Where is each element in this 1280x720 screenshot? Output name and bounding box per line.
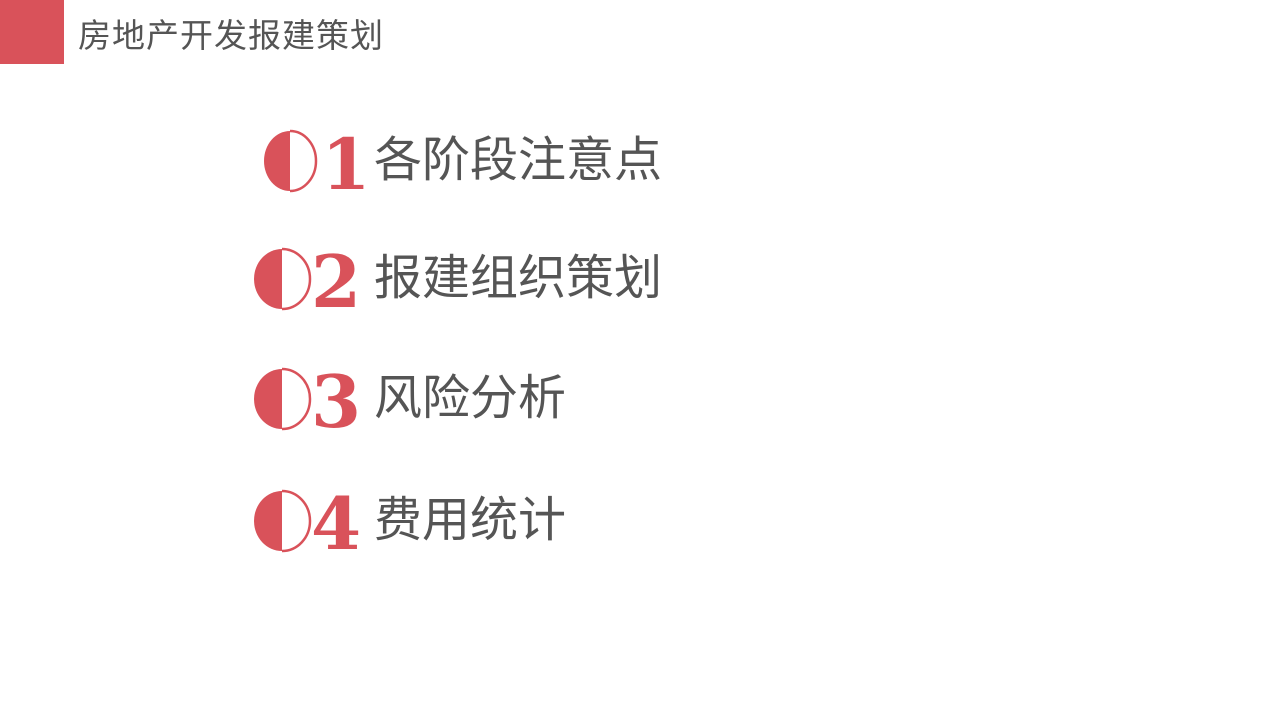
- toc-label: 风险分析: [374, 370, 567, 426]
- toc-item-1[interactable]: 1 各阶段注意点: [250, 124, 662, 196]
- toc-item-3[interactable]: 3 风险分析: [250, 362, 566, 434]
- svg-text:3: 3: [311, 363, 361, 433]
- number-badge-04: 4: [250, 485, 368, 555]
- svg-text:4: 4: [311, 485, 361, 555]
- number-badge-01: 1: [250, 125, 368, 195]
- number-badge-02: 2: [250, 243, 368, 313]
- toc-label: 各阶段注意点: [374, 132, 663, 188]
- svg-text:2: 2: [311, 243, 361, 313]
- slide-title: 房地产开发报建策划: [78, 16, 384, 55]
- corner-accent-block: [0, 0, 64, 64]
- toc-item-2[interactable]: 2 报建组织策划: [250, 242, 662, 314]
- toc-label: 费用统计: [374, 492, 567, 548]
- number-badge-03: 3: [250, 363, 368, 433]
- svg-text:1: 1: [322, 125, 368, 195]
- toc-label: 报建组织策划: [374, 250, 663, 306]
- toc-item-4[interactable]: 4 费用统计: [250, 484, 566, 556]
